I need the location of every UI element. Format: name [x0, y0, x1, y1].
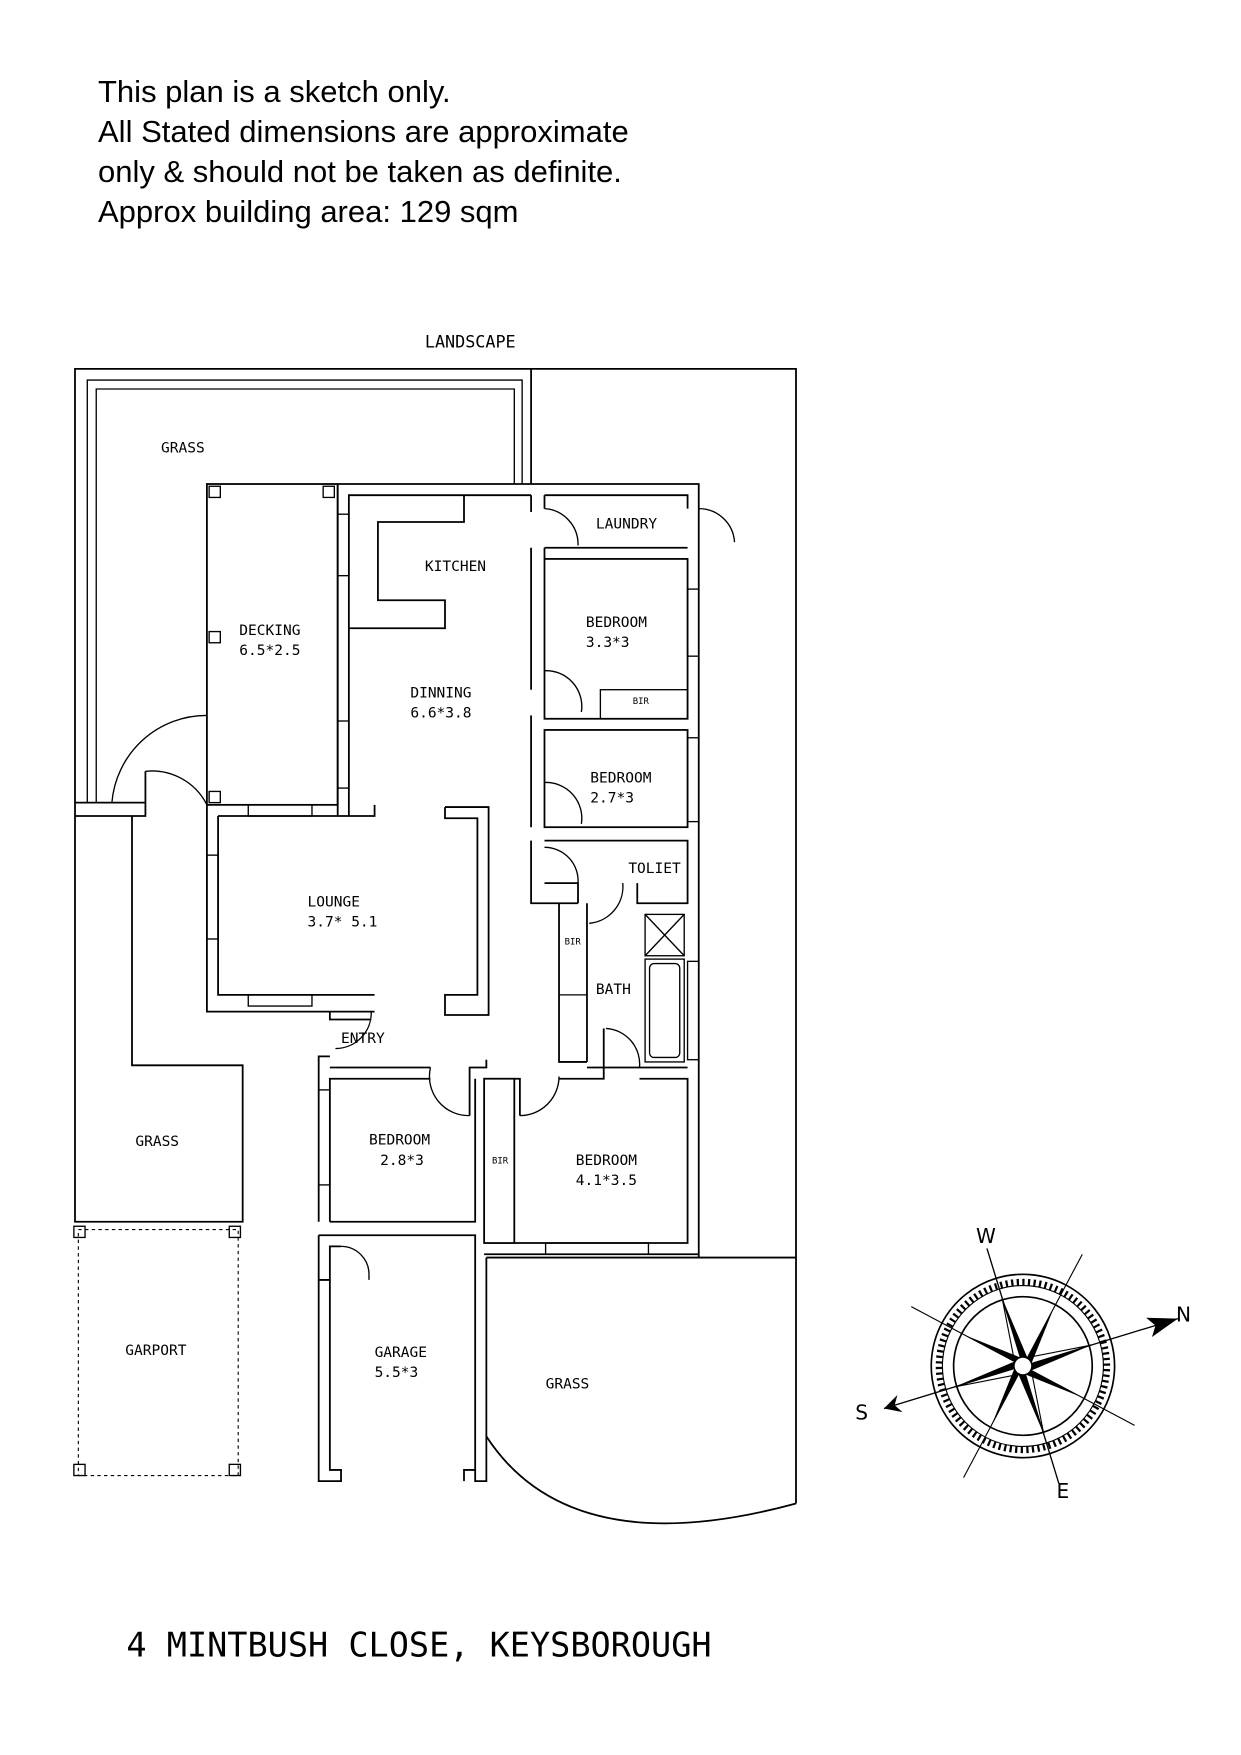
decking [111, 483, 339, 806]
bir-label: BIR [633, 697, 650, 707]
south-rooms [317, 1055, 699, 1256]
landscape-label: LANDSCAPE [425, 332, 516, 352]
compass-east: E [1056, 1479, 1069, 1503]
bir-label: BIR [565, 938, 582, 948]
carport [73, 1225, 242, 1477]
toilet-label: TOLIET [628, 861, 681, 877]
bedroom-label: BEDROOM [576, 1153, 637, 1169]
lounge-dimensions: 3.7* 5.1 [308, 915, 378, 931]
laundry-label: LAUNDRY [596, 517, 657, 533]
decking-label: DECKING [239, 623, 300, 639]
site-boundary [74, 367, 797, 1258]
garage-dimensions: 5.5*3 [375, 1365, 419, 1381]
bedroom-dimensions: 4.1*3.5 [576, 1173, 637, 1189]
room-labels: LANDSCAPE GRASS DECKING 6.5*2.5 KITCHEN … [125, 332, 681, 1393]
bedroom-label: BEDROOM [586, 615, 647, 631]
note-line: only & should not be taken as definite. [98, 154, 622, 189]
entry-label: ENTRY [341, 1031, 385, 1047]
compass-rose-icon [883, 1248, 1179, 1484]
bir-label: BIR [492, 1157, 509, 1167]
lounge-label: LOUNGE [308, 895, 360, 911]
bedroom-dimensions: 3.3*3 [586, 635, 630, 651]
bedroom-dimensions: 2.8*3 [380, 1153, 424, 1169]
dinning-dimensions: 6.6*3.8 [410, 706, 471, 722]
disclaimer-notes: This plan is a sketch only. All Stated d… [98, 72, 629, 232]
grass-label: GRASS [546, 1376, 590, 1392]
decking-dimensions: 6.5*2.5 [239, 643, 300, 659]
grass-label: GRASS [135, 1134, 179, 1150]
compass-south: S [855, 1401, 868, 1425]
grass-label: GRASS [161, 441, 205, 457]
note-line: All Stated dimensions are approximate [98, 114, 629, 149]
carport-label: GARPORT [125, 1343, 186, 1359]
bedroom-dimensions: 2.7*3 [590, 791, 634, 807]
kitchen-label: KITCHEN [425, 559, 486, 575]
right-grass [485, 1256, 797, 1525]
lounge [206, 804, 490, 1050]
compass-west: W [976, 1224, 996, 1248]
bedroom-label: BEDROOM [590, 770, 651, 786]
garage [317, 1234, 488, 1483]
property-address: 4 MINTBUSH CLOSE, KEYSBOROUGH [126, 1626, 711, 1665]
building-area-note: Approx building area: 129 sqm [98, 194, 519, 229]
bedroom-label: BEDROOM [369, 1133, 430, 1149]
garage-label: GARAGE [375, 1345, 427, 1361]
compass-north: N [1176, 1302, 1191, 1326]
dinning-label: DINNING [410, 686, 471, 702]
note-line: This plan is a sketch only. [98, 74, 451, 109]
left-grass [74, 816, 244, 1223]
bath-label: BATH [596, 982, 631, 998]
